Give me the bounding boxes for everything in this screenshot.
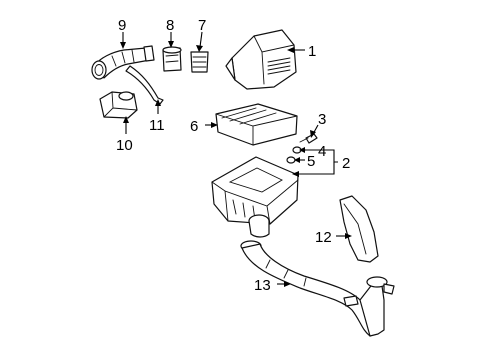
- part-3-bolt: [299, 133, 318, 144]
- callout-7: 7: [198, 17, 206, 34]
- part-12-heat-shield: [339, 195, 379, 263]
- part-13-intake-hose: [240, 240, 395, 337]
- callout-1: 1: [308, 43, 316, 60]
- callout-11: 11: [149, 117, 165, 134]
- part-9-intake-duct: [91, 45, 155, 80]
- callout-12: 12: [315, 229, 332, 246]
- callout-labels: 1 2 3 4 5 6 7 8 9 10 11 12 13: [116, 17, 350, 294]
- callout-4: 4: [318, 143, 326, 160]
- callout-3: 3: [318, 111, 326, 128]
- part-1-air-cleaner-cover: [225, 29, 297, 90]
- callout-13: 13: [254, 277, 271, 294]
- leader-lines: [120, 31, 352, 287]
- callout-10: 10: [116, 137, 133, 154]
- callout-9: 9: [118, 17, 126, 34]
- callout-2: 2: [342, 155, 350, 172]
- callout-6: 6: [190, 118, 198, 135]
- part-8-connector: [162, 46, 182, 72]
- callout-5: 5: [307, 153, 315, 170]
- part-6-air-filter: [215, 103, 298, 146]
- part-2-lower-housing: [211, 156, 299, 238]
- part-7-sleeve: [190, 51, 209, 73]
- part-5-washer: [286, 156, 296, 164]
- callout-8: 8: [166, 17, 174, 34]
- part-10-resonator: [99, 91, 138, 119]
